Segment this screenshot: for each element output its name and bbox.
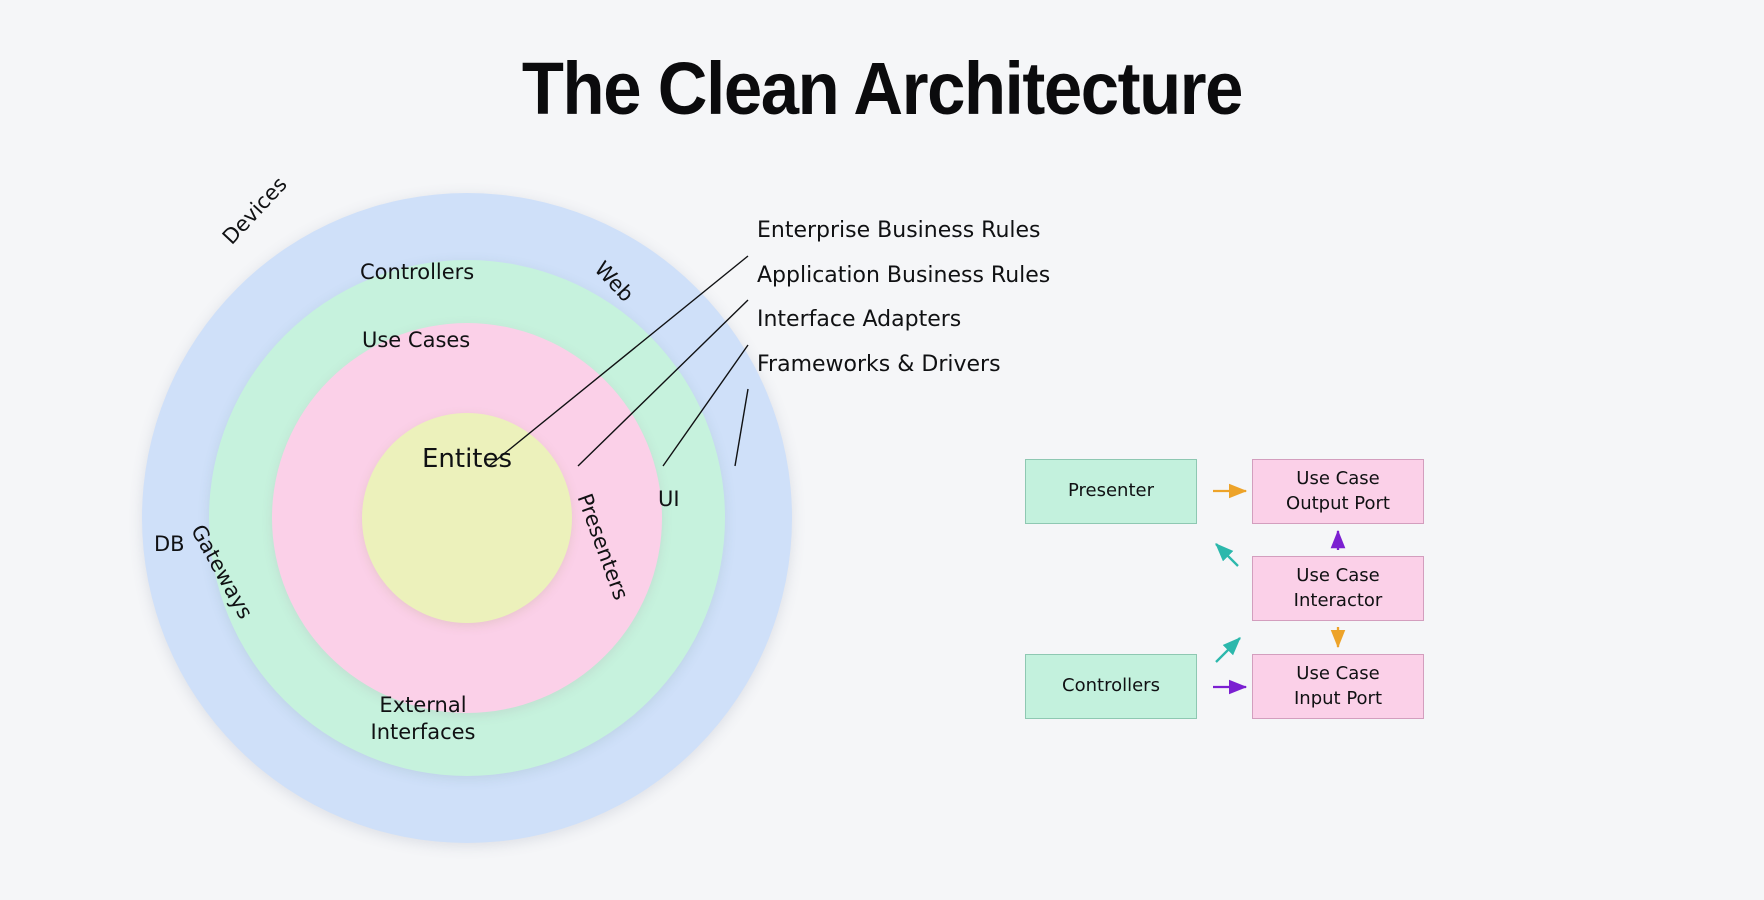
flow-box-presenter[interactable]: Presenter: [1025, 459, 1197, 524]
ring-label-use-cases: Use Cases: [362, 328, 471, 352]
arrow-controllers-to-interactor: [1215, 637, 1241, 663]
ring-label-ui: UI: [658, 487, 680, 511]
legend-item-application-business-rules: Application Business Rules: [757, 262, 1051, 288]
external-interfaces-line1: External: [379, 693, 467, 717]
flow-box-controllers[interactable]: Controllers: [1025, 654, 1197, 719]
legend-item-enterprise-business-rules: Enterprise Business Rules: [757, 218, 1041, 243]
flow-box-use-case-output-port[interactable]: Use Case Output Port: [1252, 459, 1424, 524]
flow-box-controllers-label: Controllers: [1062, 675, 1160, 697]
concentric-rings-figure: Devices Web DB UI Controllers Use Cases …: [0, 0, 880, 900]
flow-arrows: [1213, 483, 1346, 695]
page-title: The Clean Architecture: [521, 47, 1244, 130]
input-port-line2: Input Port: [1293, 687, 1382, 709]
external-interfaces-line2: Interfaces: [370, 719, 476, 744]
legend-item-frameworks-drivers: Frameworks & Drivers: [757, 351, 1001, 377]
ring-label-entities: Entites: [421, 444, 513, 474]
output-port-line1: Use Case: [1296, 468, 1380, 490]
flow-box-use-case-interactor[interactable]: Use Case Interactor: [1252, 556, 1424, 621]
flow-box-presenter-label: Presenter: [1067, 480, 1154, 502]
ring-label-devices: Devices: [217, 172, 292, 250]
legend-item-interface-adapters: Interface Adapters: [757, 307, 962, 332]
arrow-output-port-to-presenter: [1215, 543, 1239, 567]
legend: Enterprise Business Rules Application Bu…: [757, 216, 1157, 394]
ring-label-db: DB: [154, 532, 185, 556]
ring-label-external-interfaces: External Interfaces: [367, 692, 479, 746]
input-port-line1: Use Case: [1296, 663, 1380, 685]
interactor-line2: Interactor: [1293, 589, 1383, 611]
flow-box-use-case-input-port[interactable]: Use Case Input Port: [1252, 654, 1424, 719]
output-port-line2: Output Port: [1286, 492, 1390, 514]
use-case-flow-diagram: Presenter Controllers Use Case Output Po…: [1020, 440, 1450, 740]
interactor-line1: Use Case: [1296, 565, 1380, 587]
ring-label-controllers: Controllers: [360, 260, 475, 284]
